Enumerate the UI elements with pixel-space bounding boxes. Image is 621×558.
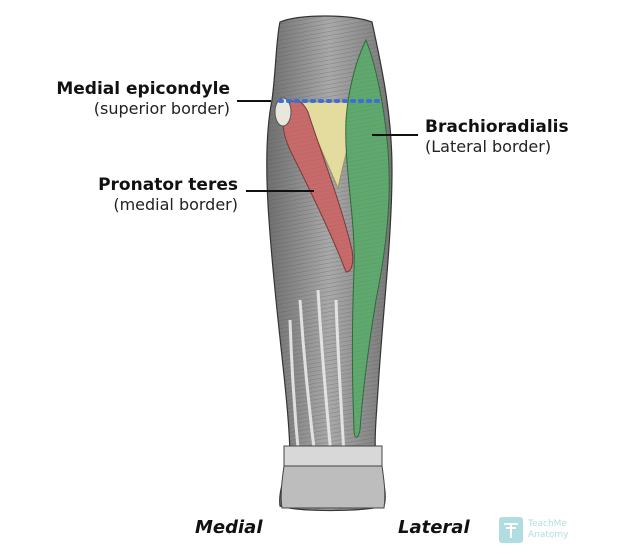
brachioradialis-subtitle: (Lateral border) [425,136,552,156]
logo-icon [499,517,523,543]
medial-epicondyle-title: Medial epicondyle [56,79,230,99]
medial-epicondyle-bone [274,97,292,127]
pronator-teres-subtitle: (medial border) [113,194,238,214]
pronator-teres-hatching [282,100,353,272]
leader-medial-epicondyle [237,100,271,102]
medial-epicondyle-subtitle: (superior border) [93,98,230,118]
side-label-medial: Medial [195,517,263,538]
leader-brachioradialis [372,134,418,136]
hand-base [280,465,386,509]
wrist-band [283,445,383,467]
brachioradialis-hatching [345,40,390,438]
teachme-anatomy-logo: TeachMe Anatomy [498,516,578,544]
brachioradialis-title: Brachioradialis [425,117,569,137]
label-medial-epicondyle: Medial epicondyle (superior border) [40,79,230,118]
logo-line2: Anatomy [528,530,569,540]
label-pronator-teres: Pronator teres (medial border) [60,175,238,214]
label-brachioradialis: Brachioradialis (Lateral border) [425,117,595,156]
logo-line1: TeachMe [528,519,567,529]
side-label-lateral: Lateral [398,517,470,538]
pronator-teres-title: Pronator teres [98,175,238,195]
leader-pronator-teres [246,190,314,192]
